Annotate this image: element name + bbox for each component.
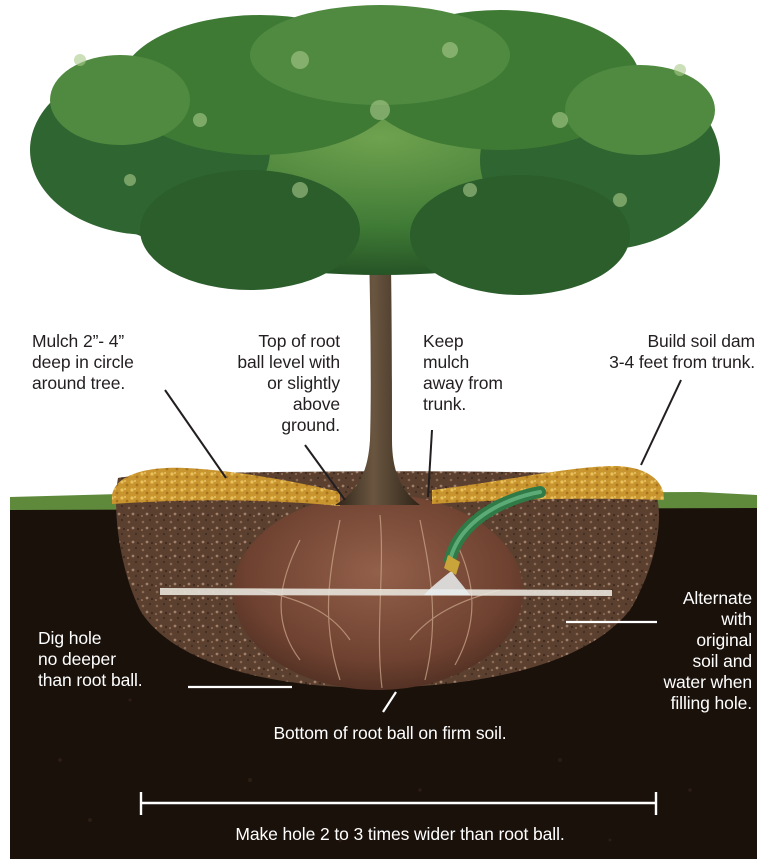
label-mulch-depth: Mulch 2”- 4” deep in circle around tree.: [32, 331, 134, 394]
label-keep-mulch-away: Keep mulch away from trunk.: [423, 331, 503, 415]
label-root-ball-bottom: Bottom of root ball on firm soil.: [190, 723, 590, 744]
label-hole-width: Make hole 2 to 3 times wider than root b…: [120, 824, 680, 845]
label-alternate-fill: Alternate with original soil and water w…: [620, 588, 752, 714]
label-soil-dam: Build soil dam 3-4 feet from trunk.: [560, 331, 755, 373]
label-root-ball-top: Top of root ball level with or slightly …: [200, 331, 340, 436]
label-dig-hole: Dig hole no deeper than root ball.: [38, 628, 143, 691]
